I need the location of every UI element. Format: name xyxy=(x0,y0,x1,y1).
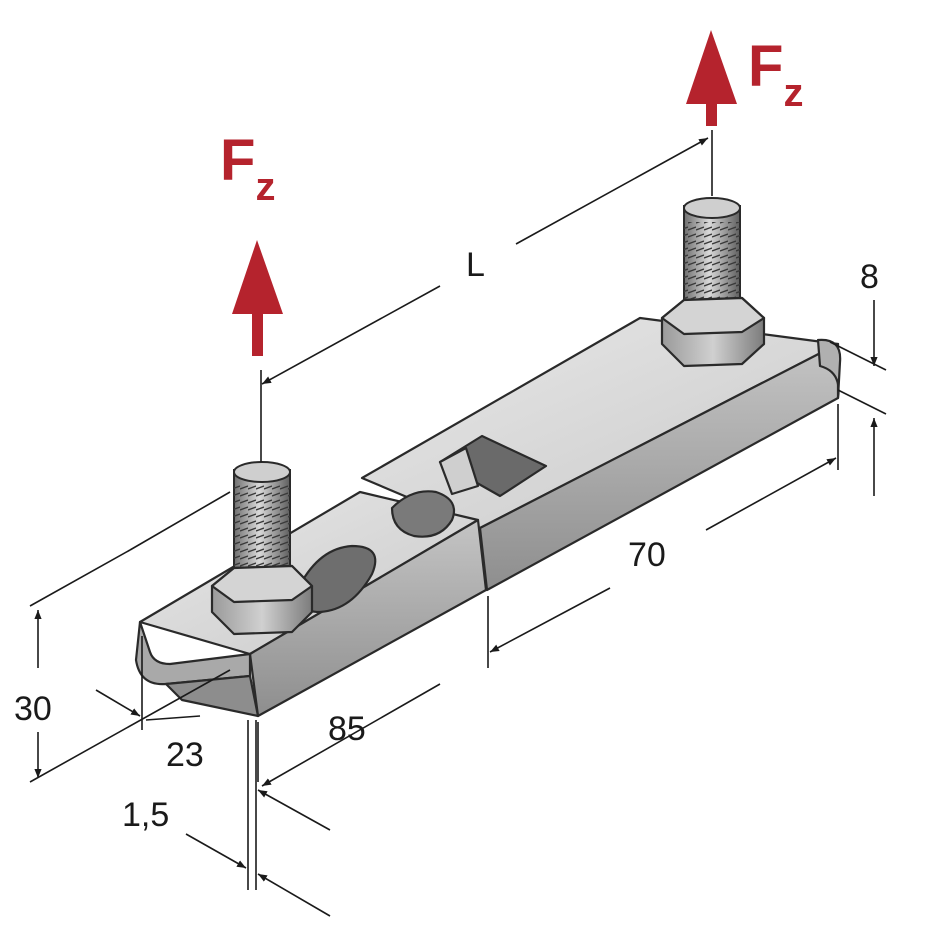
left-nut-top xyxy=(210,564,314,604)
dim-1-5-arrow-right xyxy=(257,873,331,917)
left-stud-assembly xyxy=(210,461,314,636)
left-arrow-head xyxy=(232,240,283,314)
dim-L-label: L xyxy=(466,246,485,284)
force-subscript-right: z xyxy=(783,71,803,115)
left-arrow-shaft xyxy=(252,300,263,356)
channel-lip xyxy=(134,620,252,686)
dim-8-label: 8 xyxy=(860,258,879,296)
force-subscript-left: z xyxy=(255,165,275,209)
channel-bottom xyxy=(164,674,260,718)
dim-30-ext-top xyxy=(29,549,131,607)
dim-70-label: 70 xyxy=(628,536,666,574)
dim-30-label: 30 xyxy=(14,690,52,728)
dim-1-5-arrow-right2 xyxy=(257,789,331,831)
dim-L-line-upper xyxy=(515,137,709,245)
force-label-right: Fz xyxy=(748,34,803,115)
right-arrow-head xyxy=(686,30,737,104)
right-arrow-shaft xyxy=(706,92,717,126)
dim-70-line-lower xyxy=(489,587,611,653)
dim-23-label: 23 xyxy=(166,736,204,774)
lower-plate-flange xyxy=(248,518,488,718)
bracket-body xyxy=(134,316,842,718)
window-tab xyxy=(438,446,480,496)
force-label-left: Fz xyxy=(220,128,275,209)
dim-30-ext-top2 xyxy=(129,491,231,551)
left-stud-top xyxy=(233,461,291,483)
right-stud-top xyxy=(683,197,741,219)
dim-85-line xyxy=(261,683,441,787)
right-stud-assembly xyxy=(660,197,766,368)
right-nut-top xyxy=(660,296,766,336)
dim-23-arrow xyxy=(95,689,141,717)
dim-L-line-lower xyxy=(261,285,441,385)
dim-23-arrow2 xyxy=(145,715,201,721)
force-arrow-right xyxy=(686,30,737,126)
dim-70-line-upper xyxy=(705,457,837,531)
dim-8-ext-bottom xyxy=(837,389,887,415)
dim-85-label: 85 xyxy=(328,710,366,748)
dim-1-5-label: 1,5 xyxy=(122,796,169,834)
notch-hole xyxy=(390,490,456,538)
left-stud-thread xyxy=(234,484,290,580)
dim-1-5-arrow-left xyxy=(185,833,247,869)
dim-30-ext-bottom xyxy=(29,669,231,783)
force-arrow-left xyxy=(232,240,283,356)
